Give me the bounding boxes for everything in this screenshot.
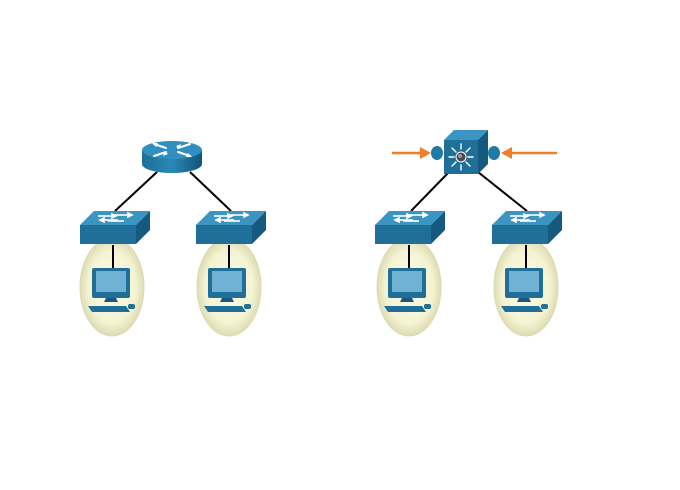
switch-icon	[492, 211, 562, 244]
multilayer-switch-icon	[444, 130, 488, 174]
pc-icon	[204, 268, 251, 312]
link-l3switch-switch-1	[410, 171, 450, 212]
router-icon	[142, 141, 202, 173]
interface-dot-icon	[431, 146, 443, 160]
pc-icon	[384, 268, 431, 312]
pc-icon	[501, 268, 548, 312]
link-l3switch-switch-2	[477, 171, 528, 212]
arrow-left-icon	[501, 147, 557, 159]
left-topology	[79, 141, 266, 337]
switch-icon	[196, 211, 266, 244]
right-topology	[375, 130, 562, 337]
pc-icon	[88, 268, 135, 312]
arrow-right-icon	[392, 147, 431, 159]
link-router-switch-1	[114, 171, 158, 212]
interface-dot-icon	[488, 146, 500, 160]
switch-icon	[375, 211, 445, 244]
link-router-switch-2	[189, 171, 232, 212]
switch-icon	[80, 211, 150, 244]
